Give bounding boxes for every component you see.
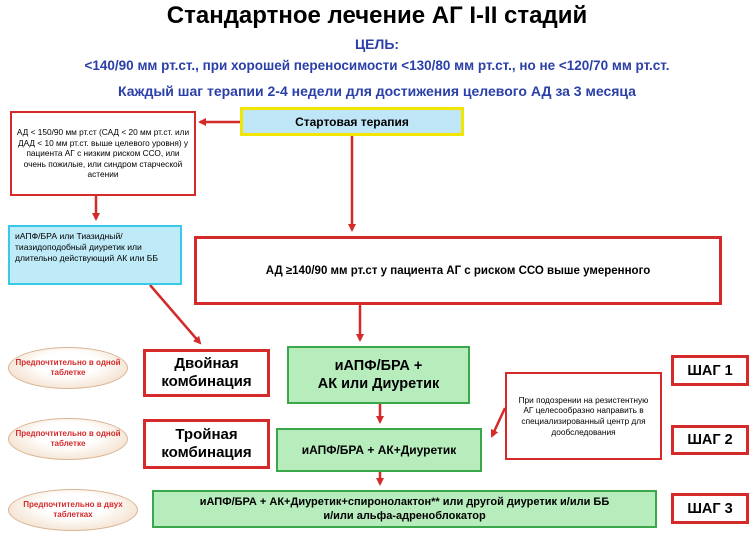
page-title: Стандартное лечение АГ I-II стадий (166, 2, 588, 29)
step3-therapy-box: иАПФ/БРА + АК+Диуретик+спиронолактон** и… (152, 490, 657, 528)
low-risk-box: АД < 150/90 мм рт.ст (САД < 20 мм рт.ст.… (10, 111, 196, 196)
step1-therapy-line2: АК или Диуретик (317, 376, 440, 392)
goal-text: <140/90 мм рт.ст., при хорошей переносим… (84, 58, 670, 73)
step2-therapy-box: иАПФ/БРА + АК+Диуретик (276, 428, 482, 472)
step3-therapy-line2: и/или альфа-адреноблокатор (323, 510, 486, 522)
pill-note-step2: Предпочтительно в одной таблетке (8, 418, 128, 460)
step3-label: ШАГ 3 (671, 493, 749, 524)
pill-note-step1: Предпочтительно в одной таблетке (8, 347, 128, 389)
double-combination-box: Двойная комбинация (143, 349, 270, 397)
step3-therapy-line1: иАПФ/БРА + АК+Диуретик+спиронолактон** и… (199, 496, 610, 508)
pill-note-step3: Предпочтительно в двух таблетках (8, 489, 138, 531)
resistant-hypertension-box: При подозрении на резистентную АГ целесо… (505, 372, 662, 460)
step1-therapy-box: иАПФ/БРА + АК или Диуретик (287, 346, 470, 404)
start-therapy-box: Стартовая терапия (240, 107, 464, 136)
triple-combination-box: Тройная комбинация (143, 419, 270, 469)
monotherapy-box: иАПФ/БРА или Тиазидный/тиазидоподобный д… (8, 225, 182, 285)
step1-label: ШАГ 1 (671, 355, 749, 386)
high-risk-box: АД ≥140/90 мм рт.ст у пациента АГ с риск… (194, 236, 722, 305)
step1-therapy-line1: иАПФ/БРА + (334, 358, 423, 374)
arrow-resistant-to-step2 (490, 407, 507, 438)
arrow-mono-to-double (149, 284, 202, 345)
goal-label: ЦЕЛЬ: (354, 36, 400, 52)
step-duration-note: Каждый шаг терапии 2-4 недели для достиж… (118, 83, 636, 99)
step2-label: ШАГ 2 (671, 425, 749, 455)
